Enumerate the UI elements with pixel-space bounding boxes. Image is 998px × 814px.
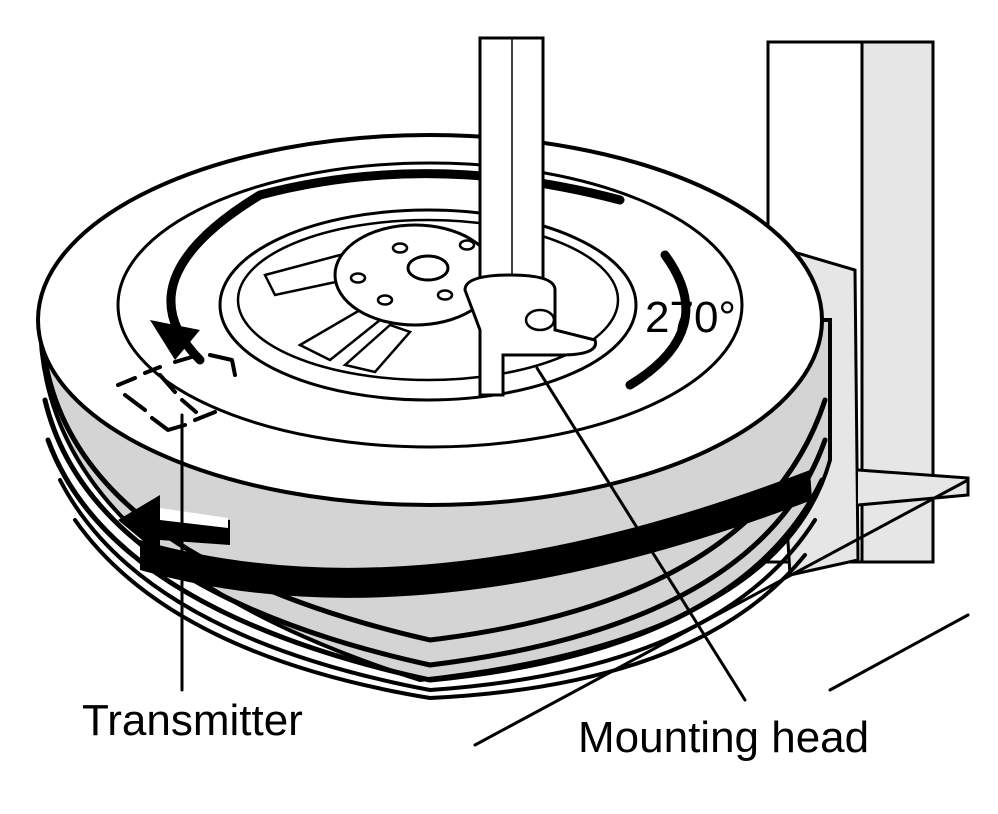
wheel-rim bbox=[220, 210, 636, 400]
transmitter-label: Transmitter bbox=[82, 696, 303, 745]
mounting-head-label: Mounting head bbox=[578, 713, 869, 762]
angle-label: 270° bbox=[645, 293, 736, 342]
